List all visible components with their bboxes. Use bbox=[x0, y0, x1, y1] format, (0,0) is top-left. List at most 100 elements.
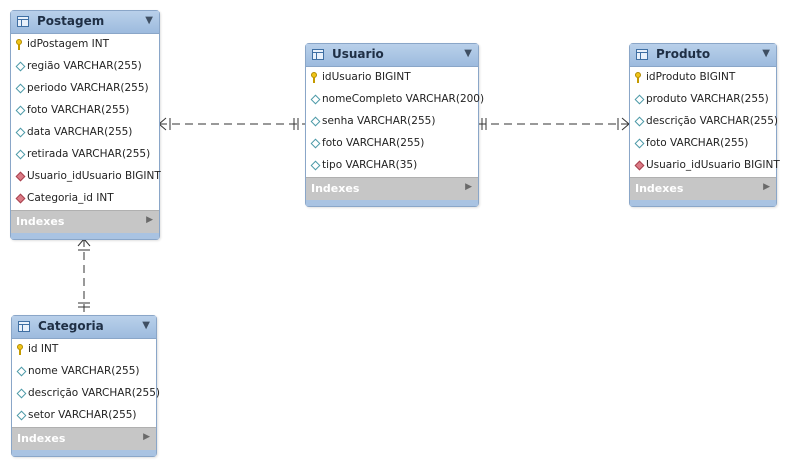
column-icon bbox=[15, 61, 26, 72]
expand-arrow-icon[interactable]: ▶ bbox=[143, 432, 150, 442]
indexes-label: Indexes bbox=[635, 182, 684, 195]
column-label: Usuario_idUsuario BIGINT bbox=[27, 170, 161, 182]
column-list: idProduto BIGINT produto VARCHAR(255) desc… bbox=[630, 67, 780, 177]
column-row[interactable]: nomeCompleto VARCHAR(200) bbox=[306, 89, 484, 111]
column-icon bbox=[310, 138, 321, 149]
table-categoria[interactable]: Categoria ▼ id INT nome VARCHAR(255) descr… bbox=[11, 315, 160, 457]
column-label: região VARCHAR(255) bbox=[27, 60, 142, 72]
column-icon bbox=[16, 410, 27, 421]
table-header[interactable]: Categoria ▼ bbox=[12, 316, 156, 339]
column-icon bbox=[634, 116, 645, 127]
indexes-section[interactable]: Indexes ▶ bbox=[630, 177, 776, 200]
column-row[interactable]: Usuario_idUsuario BIGINT bbox=[630, 155, 780, 177]
column-row[interactable]: tipo VARCHAR(35) bbox=[306, 155, 478, 177]
primary-key-icon bbox=[16, 39, 22, 50]
indexes-label: Indexes bbox=[17, 432, 66, 445]
column-label: nome VARCHAR(255) bbox=[28, 365, 140, 377]
column-label: foto VARCHAR(255) bbox=[322, 137, 425, 149]
column-icon bbox=[634, 138, 645, 149]
expand-arrow-icon[interactable]: ▶ bbox=[465, 182, 472, 192]
column-icon bbox=[634, 94, 645, 105]
table-title: Postagem bbox=[37, 14, 105, 28]
table-header[interactable]: Usuario ▼ bbox=[306, 44, 478, 67]
table-header[interactable]: Produto ▼ bbox=[630, 44, 776, 67]
relationship-postagem-categoria[interactable] bbox=[77, 238, 91, 315]
column-icon bbox=[15, 149, 26, 160]
expand-arrow-icon[interactable]: ▶ bbox=[146, 215, 153, 225]
column-row[interactable]: foto VARCHAR(255) bbox=[306, 133, 478, 155]
collapse-arrow-icon[interactable]: ▼ bbox=[145, 15, 153, 26]
column-label: idUsuario BIGINT bbox=[322, 71, 411, 83]
foreign-key-icon bbox=[15, 193, 26, 204]
indexes-section[interactable]: Indexes ▶ bbox=[11, 210, 159, 233]
column-row[interactable]: Usuario_idUsuario BIGINT bbox=[11, 166, 161, 188]
table-produto[interactable]: Produto ▼ idProduto BIGINT produto VARCHA… bbox=[629, 43, 780, 207]
table-icon bbox=[636, 49, 648, 60]
collapse-arrow-icon[interactable]: ▼ bbox=[762, 48, 770, 59]
column-icon bbox=[310, 94, 321, 105]
indexes-section[interactable]: Indexes ▶ bbox=[12, 427, 156, 450]
column-row[interactable]: região VARCHAR(255) bbox=[11, 56, 159, 78]
column-label: nomeCompleto VARCHAR(200) bbox=[322, 93, 485, 105]
table-footer bbox=[306, 200, 478, 206]
relationship-postagem-usuario[interactable] bbox=[158, 117, 305, 131]
table-header[interactable]: Postagem ▼ bbox=[11, 11, 159, 34]
column-icon bbox=[16, 366, 27, 377]
column-row[interactable]: setor VARCHAR(255) bbox=[12, 405, 156, 427]
column-row[interactable]: id INT bbox=[12, 339, 156, 361]
column-row[interactable]: produto VARCHAR(255) bbox=[630, 89, 776, 111]
column-row[interactable]: descrição VARCHAR(255) bbox=[12, 383, 160, 405]
column-row[interactable]: data VARCHAR(255) bbox=[11, 122, 159, 144]
foreign-key-icon bbox=[634, 160, 645, 171]
column-label: tipo VARCHAR(35) bbox=[322, 159, 418, 171]
column-icon bbox=[310, 116, 321, 127]
column-label: setor VARCHAR(255) bbox=[28, 409, 137, 421]
table-footer bbox=[12, 450, 156, 456]
table-postagem[interactable]: Postagem ▼ idPostagem INT região VARCHAR(… bbox=[10, 10, 161, 240]
table-title: Produto bbox=[656, 47, 711, 61]
column-icon bbox=[16, 388, 27, 399]
column-label: idPostagem INT bbox=[27, 38, 110, 50]
primary-key-icon bbox=[311, 72, 317, 83]
column-list: id INT nome VARCHAR(255) descrição VARCHAR… bbox=[12, 339, 160, 427]
column-row[interactable]: idProduto BIGINT bbox=[630, 67, 776, 89]
table-usuario[interactable]: Usuario ▼ idUsuario BIGINT nomeCompleto V… bbox=[305, 43, 484, 207]
column-icon bbox=[310, 160, 321, 171]
collapse-arrow-icon[interactable]: ▼ bbox=[142, 320, 150, 331]
column-label: Categoria_id INT bbox=[27, 192, 114, 204]
column-label: descrição VARCHAR(255) bbox=[28, 387, 160, 399]
column-row[interactable]: senha VARCHAR(255) bbox=[306, 111, 478, 133]
table-footer bbox=[11, 233, 159, 239]
indexes-label: Indexes bbox=[311, 182, 360, 195]
column-row[interactable]: periodo VARCHAR(255) bbox=[11, 78, 159, 100]
column-label: retirada VARCHAR(255) bbox=[27, 148, 151, 160]
foreign-key-icon bbox=[15, 171, 26, 182]
indexes-label: Indexes bbox=[16, 215, 65, 228]
column-row[interactable]: idUsuario BIGINT bbox=[306, 67, 478, 89]
column-label: produto VARCHAR(255) bbox=[646, 93, 769, 105]
column-label: senha VARCHAR(255) bbox=[322, 115, 436, 127]
column-row[interactable]: descrição VARCHAR(255) bbox=[630, 111, 778, 133]
relationship-usuario-produto[interactable] bbox=[478, 117, 630, 131]
column-row[interactable]: foto VARCHAR(255) bbox=[11, 100, 159, 122]
table-icon bbox=[17, 16, 29, 27]
column-row[interactable]: retirada VARCHAR(255) bbox=[11, 144, 159, 166]
column-row[interactable]: foto VARCHAR(255) bbox=[630, 133, 776, 155]
column-row[interactable]: idPostagem INT bbox=[11, 34, 159, 56]
column-label: periodo VARCHAR(255) bbox=[27, 82, 149, 94]
indexes-section[interactable]: Indexes ▶ bbox=[306, 177, 478, 200]
table-icon bbox=[18, 321, 30, 332]
column-row[interactable]: Categoria_id INT bbox=[11, 188, 159, 210]
column-list: idPostagem INT região VARCHAR(255) periodo… bbox=[11, 34, 161, 210]
table-title: Usuario bbox=[332, 47, 384, 61]
column-label: descrição VARCHAR(255) bbox=[646, 115, 778, 127]
table-icon bbox=[312, 49, 324, 60]
expand-arrow-icon[interactable]: ▶ bbox=[763, 182, 770, 192]
column-row[interactable]: nome VARCHAR(255) bbox=[12, 361, 156, 383]
column-label: idProduto BIGINT bbox=[646, 71, 736, 83]
primary-key-icon bbox=[17, 344, 23, 355]
column-label: id INT bbox=[28, 343, 59, 355]
table-title: Categoria bbox=[38, 319, 104, 333]
collapse-arrow-icon[interactable]: ▼ bbox=[464, 48, 472, 59]
